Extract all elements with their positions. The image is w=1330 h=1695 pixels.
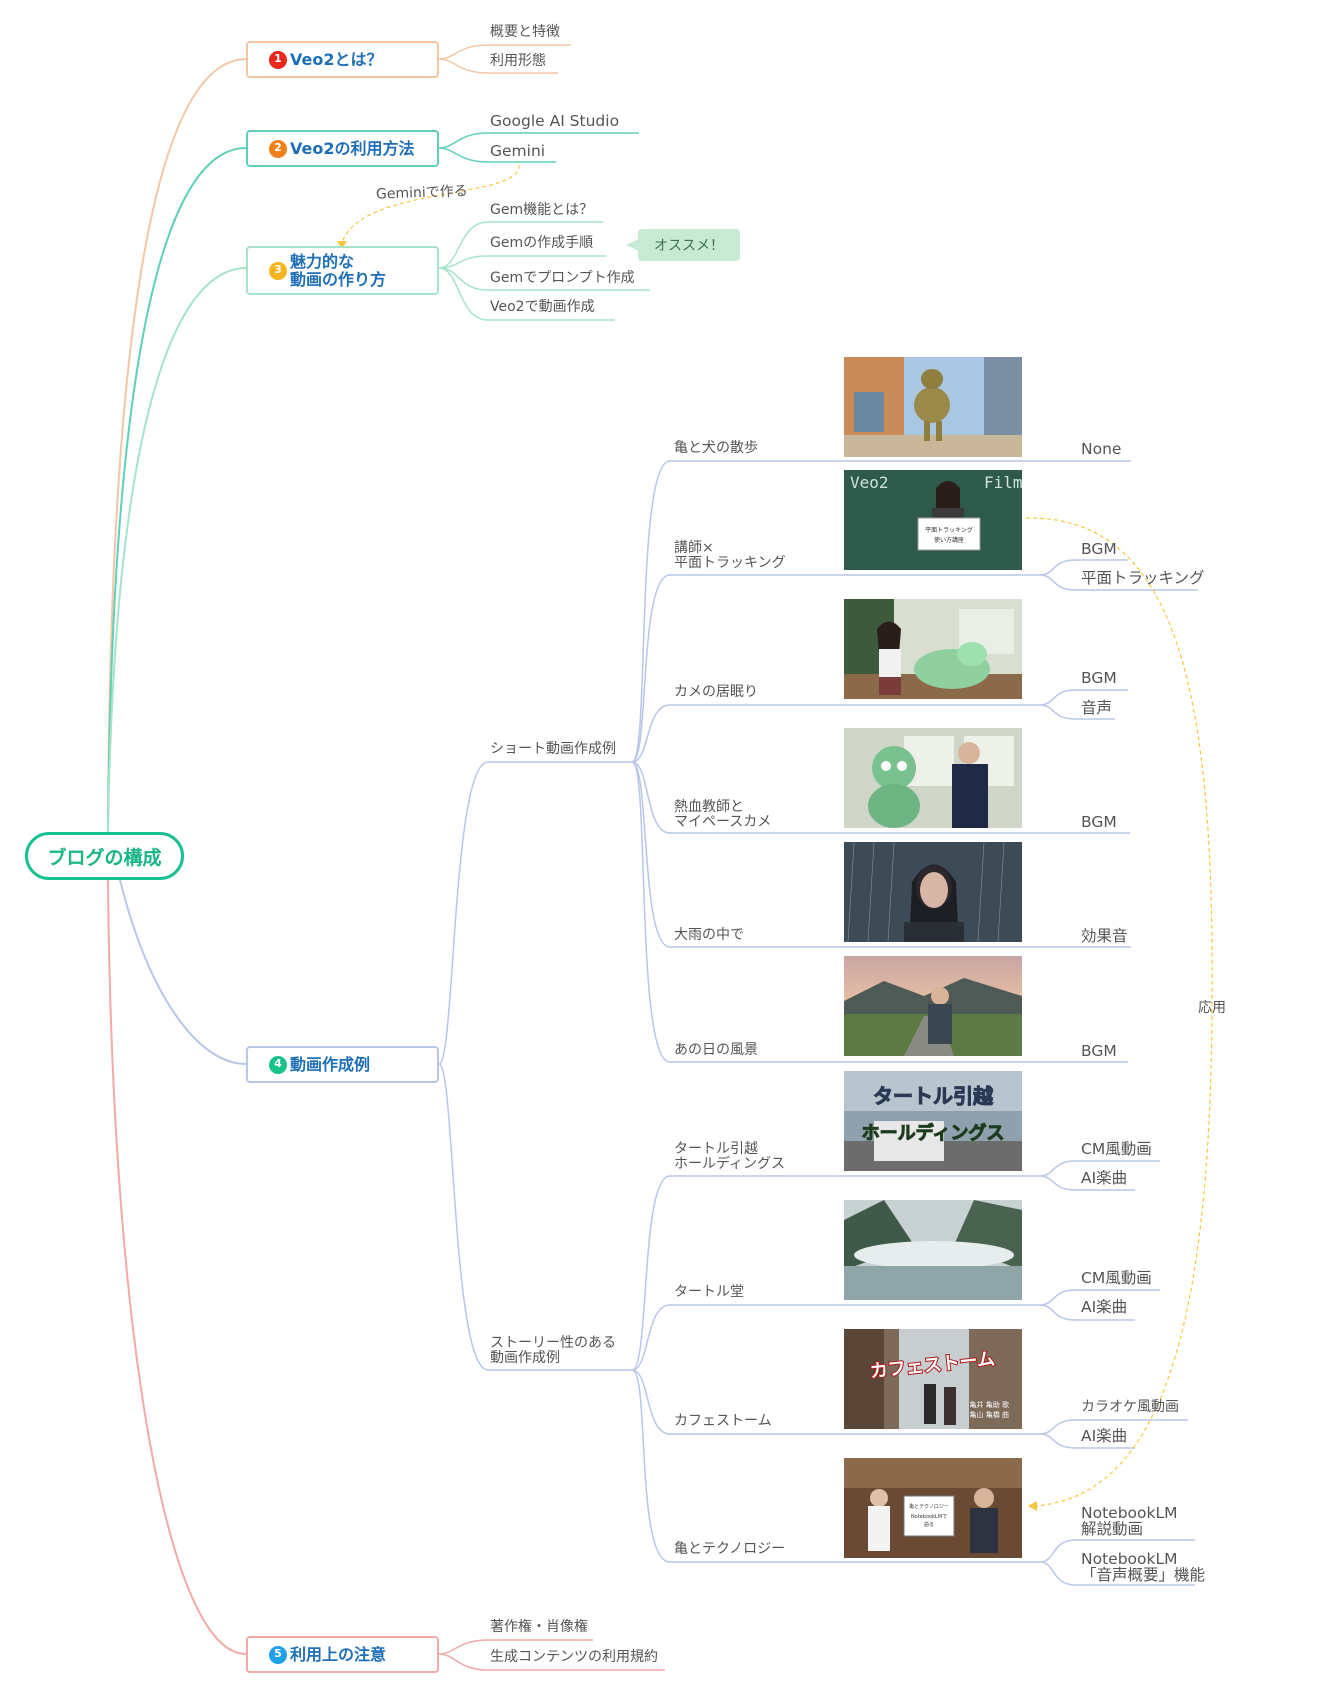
tag-none[interactable]: None bbox=[1081, 440, 1122, 458]
group-short-videos[interactable]: ショート動画作成例 bbox=[490, 741, 616, 757]
thumb-heavy-rain[interactable] bbox=[844, 842, 1022, 942]
topic-attractive-video[interactable]: 3 魅力的な 動画の作り方 bbox=[246, 246, 439, 295]
item-turtle-nap[interactable]: カメの居眠り bbox=[674, 684, 758, 700]
relation-label-gemini: Geminiで作る bbox=[375, 183, 468, 203]
item-turtle-tech[interactable]: 亀とテクノロジー bbox=[674, 1541, 786, 1557]
thumb-turtle-do[interactable] bbox=[844, 1200, 1022, 1300]
thumb-text-veo2: Veo2 bbox=[850, 473, 889, 492]
item-cafe-storm[interactable]: カフェストーム bbox=[674, 1413, 772, 1429]
subtopic-gemini[interactable]: Gemini bbox=[490, 142, 546, 160]
thumb-turtle-dog-walk[interactable] bbox=[844, 357, 1022, 457]
item-old-scenery[interactable]: あの日の風景 bbox=[674, 1042, 758, 1058]
thumb-text-holdings: ホールディングス bbox=[862, 1122, 1005, 1144]
root-label: ブログの構成 bbox=[47, 846, 162, 869]
topic-label: 動画作成例 bbox=[290, 1054, 371, 1074]
subtopic-veo2-create[interactable]: Veo2で動画作成 bbox=[490, 299, 595, 315]
tag-bgm[interactable]: BGM bbox=[1081, 1042, 1117, 1060]
subtopic-google-ai-studio[interactable]: Google AI Studio bbox=[490, 112, 620, 130]
item-turtle-do[interactable]: タートル堂 bbox=[674, 1284, 744, 1300]
tag-bgm[interactable]: BGM bbox=[1081, 669, 1117, 687]
badge-3: 3 bbox=[269, 261, 287, 280]
relation-label-ouyou: 応用 bbox=[1198, 1000, 1226, 1016]
subtopic-terms[interactable]: 生成コンテンツの利用規約 bbox=[490, 1649, 658, 1665]
tag-sound-effect[interactable]: 効果音 bbox=[1081, 927, 1128, 945]
tag-ai-music[interactable]: AI楽曲 bbox=[1081, 1427, 1128, 1445]
topic-video-examples[interactable]: 4 動画作成例 bbox=[246, 1046, 439, 1083]
thumb-cafe-storm[interactable]: カフェストーム 亀井 亀助 歌 亀山 亀橋 曲 bbox=[844, 1329, 1022, 1429]
thumb-turtle-moving[interactable]: タートル引越 ホールディングス bbox=[844, 1071, 1022, 1171]
topic-veo2-usage[interactable]: 2 Veo2の利用方法 bbox=[246, 130, 439, 167]
tag-notebooklm-explainer[interactable]: NotebookLM 解説動画 bbox=[1081, 1504, 1178, 1538]
subtopic-gem-feature[interactable]: Gem機能とは？ bbox=[490, 202, 594, 218]
topic-label: Veo2とは？ bbox=[290, 49, 383, 69]
svg-text:亀山 亀橋 曲: 亀山 亀橋 曲 bbox=[970, 1410, 1009, 1419]
subtopic-overview[interactable]: 概要と特徴 bbox=[490, 24, 560, 40]
subtopic-copyright[interactable]: 著作権・肖像権 bbox=[490, 1619, 588, 1635]
svg-text:平面トラッキング: 平面トラッキング bbox=[925, 526, 973, 534]
root-node[interactable]: ブログの構成 bbox=[25, 832, 184, 880]
tag-ai-music[interactable]: AI楽曲 bbox=[1081, 1169, 1128, 1187]
item-heavy-rain[interactable]: 大雨の中で bbox=[674, 927, 744, 943]
thumb-lecturer-tracking[interactable]: Veo2 Film 平面トラッキング 使い方講座 bbox=[844, 470, 1022, 570]
thumb-old-scenery[interactable] bbox=[844, 956, 1022, 1056]
svg-text:語る: 語る bbox=[924, 1521, 934, 1528]
svg-text:NotebookLMで: NotebookLMで bbox=[911, 1514, 947, 1520]
callout-pointer bbox=[626, 239, 639, 251]
badge-2: 2 bbox=[269, 139, 287, 158]
tag-karaoke-video[interactable]: カラオケ風動画 bbox=[1081, 1399, 1179, 1415]
item-turtle-moving[interactable]: タートル引越 ホールディングス bbox=[674, 1141, 786, 1172]
callout-recommend: オススメ！ bbox=[638, 229, 740, 261]
svg-text:亀井 亀助 歌: 亀井 亀助 歌 bbox=[970, 1400, 1009, 1409]
badge-4: 4 bbox=[269, 1055, 287, 1074]
tag-notebooklm-audio[interactable]: NotebookLM 「音声概要」機能 bbox=[1081, 1550, 1206, 1584]
thumb-text-film: Film bbox=[984, 473, 1022, 492]
topic-usage-notes[interactable]: 5 利用上の注意 bbox=[246, 1636, 439, 1673]
subtopic-usage-form[interactable]: 利用形態 bbox=[490, 53, 546, 69]
badge-5: 5 bbox=[269, 1645, 287, 1664]
tag-voice[interactable]: 音声 bbox=[1081, 699, 1113, 717]
thumb-teacher-turtle[interactable] bbox=[844, 728, 1022, 828]
thumb-text-hikkoshi: タートル引越 bbox=[873, 1084, 994, 1108]
tag-plane-tracking[interactable]: 平面トラッキング bbox=[1081, 569, 1205, 587]
subtopic-gem-steps[interactable]: Gemの作成手順 bbox=[490, 235, 594, 251]
thumb-turtle-nap[interactable] bbox=[844, 599, 1022, 699]
svg-text:使い方講座: 使い方講座 bbox=[934, 536, 964, 544]
topic-veo2-intro[interactable]: 1 Veo2とは？ bbox=[246, 41, 439, 78]
item-lecturer-tracking[interactable]: 講師× 平面トラッキング bbox=[674, 540, 786, 571]
topic-label: Veo2の利用方法 bbox=[290, 138, 415, 158]
badge-1: 1 bbox=[269, 50, 287, 69]
svg-text:亀とテクノロジー: 亀とテクノロジー bbox=[909, 1503, 949, 1510]
item-teacher-turtle[interactable]: 熱血教師と マイペースカメ bbox=[674, 799, 772, 830]
tag-cm-video[interactable]: CM風動画 bbox=[1081, 1140, 1152, 1158]
thumb-turtle-tech[interactable]: 亀とテクノロジー NotebookLMで 語る bbox=[844, 1458, 1022, 1558]
tag-cm-video[interactable]: CM風動画 bbox=[1081, 1269, 1152, 1287]
group-story-videos[interactable]: ストーリー性のある 動画作成例 bbox=[490, 1335, 616, 1366]
item-turtle-dog-walk[interactable]: 亀と犬の散歩 bbox=[674, 440, 758, 456]
subtopic-gem-prompt[interactable]: Gemでプロンプト作成 bbox=[490, 270, 635, 286]
topic-label: 魅力的な 動画の作り方 bbox=[290, 251, 387, 289]
tag-bgm[interactable]: BGM bbox=[1081, 540, 1117, 558]
tag-bgm[interactable]: BGM bbox=[1081, 813, 1117, 831]
topic-label: 利用上の注意 bbox=[290, 1644, 387, 1664]
tag-ai-music[interactable]: AI楽曲 bbox=[1081, 1298, 1128, 1316]
